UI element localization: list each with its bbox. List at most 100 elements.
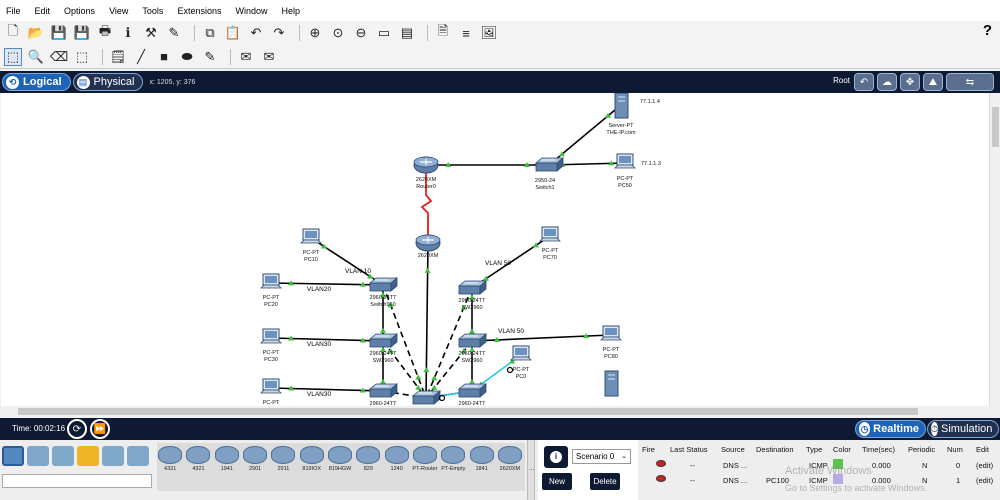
router-icon[interactable]: 2620XM	[415, 234, 441, 259]
drawing-palette-icon[interactable]: ▭	[377, 25, 391, 40]
zoom-out-icon[interactable]: ⊖	[355, 25, 367, 40]
draw-rectangle-icon[interactable]: ■	[160, 49, 168, 64]
move-icon[interactable]: ✥	[900, 73, 920, 91]
tab-physical[interactable]: ▤ Physical	[72, 73, 144, 91]
help-icon[interactable]: ?	[982, 22, 992, 39]
device-model-item[interactable]: 4331	[157, 443, 183, 491]
paste-icon[interactable]: 📋	[224, 25, 242, 40]
panel-splitter[interactable]: ...	[527, 440, 535, 500]
freeform-icon[interactable]: ✎	[204, 48, 216, 64]
serial-link[interactable]	[420, 173, 433, 235]
network-link[interactable]	[270, 282, 384, 286]
pdu-edit-link[interactable]: (edit)	[976, 461, 994, 470]
root-label[interactable]: Root	[833, 76, 850, 85]
horizontal-scrollbar[interactable]	[0, 406, 1000, 417]
menu-file[interactable]: File	[6, 6, 21, 16]
resize-shape-icon[interactable]: ⬚	[75, 48, 89, 64]
device-model-item[interactable]: 829	[355, 443, 381, 491]
tab-logical[interactable]: ⟲ Logical	[2, 73, 71, 91]
delete-icon[interactable]: ⌫	[49, 48, 69, 64]
device-model-item[interactable]: 2620XM	[497, 443, 523, 491]
fire-icon[interactable]	[656, 460, 666, 469]
device-stack-icon[interactable]: ≡	[462, 25, 470, 41]
menu-tools[interactable]: Tools	[142, 6, 164, 16]
tile-icon[interactable]: ⇆	[946, 73, 994, 91]
new-file-icon[interactable]: 🗋	[7, 23, 19, 38]
network-link[interactable]	[425, 242, 429, 399]
device-model-item[interactable]: 4321	[185, 443, 211, 491]
fire-icon[interactable]	[656, 475, 666, 484]
pdu-row[interactable]: -- DNS ... ICMP 0.000 N 0 (edit)	[640, 458, 1000, 472]
multiuser-icon[interactable]	[127, 446, 149, 466]
inspect-icon[interactable]: 🔍	[27, 48, 45, 64]
end-devices-icon[interactable]	[27, 446, 49, 466]
network-devices-icon[interactable]	[2, 446, 24, 466]
zoom-reset-icon[interactable]: ⊙	[332, 25, 344, 40]
print-icon[interactable]: 🖶	[98, 23, 112, 38]
device-model-item[interactable]: 1841	[468, 443, 494, 491]
add-complex-pdu-icon[interactable]: ✉	[263, 48, 275, 64]
select-icon[interactable]: ⬚	[4, 47, 22, 66]
scenario-select[interactable]: Scenario 0 ⌄	[572, 449, 631, 464]
activity-wizard-icon[interactable]: ✎	[168, 25, 180, 40]
device-model-item[interactable]: 819IOX	[299, 443, 325, 491]
network-wizard-icon[interactable]: ⚒	[145, 25, 157, 40]
back-icon[interactable]: ↶	[854, 73, 874, 91]
components-icon[interactable]	[52, 446, 74, 466]
device-model-item[interactable]: 2911	[270, 443, 296, 491]
draw-line-icon[interactable]: ╱	[137, 48, 145, 64]
delete-scenario-button[interactable]: Delete	[590, 473, 620, 490]
redo-icon[interactable]: ↷	[273, 25, 285, 40]
menu-options[interactable]: Options	[64, 6, 96, 16]
device-model-item[interactable]: 819HGW	[327, 443, 353, 491]
info-icon[interactable]: ℹ	[125, 25, 131, 40]
network-link[interactable]	[471, 334, 612, 342]
network-link[interactable]	[382, 390, 427, 399]
misc-icon[interactable]	[102, 446, 124, 466]
vertical-scrollbar[interactable]	[989, 93, 1000, 406]
menu-view[interactable]: View	[109, 6, 129, 16]
zoom-in-icon[interactable]: ⊕	[309, 25, 321, 40]
connections-icon[interactable]	[77, 446, 99, 466]
menu-help[interactable]: Help	[281, 6, 300, 16]
device-model-item[interactable]: PT-Empty	[440, 443, 466, 491]
copy-icon[interactable]: ⧉	[205, 25, 215, 40]
simulation-mode-button[interactable]: ⏱ Simulation	[927, 420, 999, 438]
custom-devices-icon[interactable]: ▤	[400, 25, 414, 40]
power-cycle-icon[interactable]: ⟳	[67, 419, 87, 439]
scenario-info-button[interactable]: i	[544, 446, 568, 468]
pc-icon[interactable]: PC-PT	[260, 378, 282, 406]
device-model-item[interactable]: PT-Router	[412, 443, 438, 491]
image-icon[interactable]: 🖼	[480, 25, 498, 40]
device-model-item[interactable]: 1941	[214, 443, 240, 491]
save-icon[interactable]: 💾	[50, 25, 68, 40]
new-scenario-button[interactable]: New	[542, 473, 572, 490]
realtime-mode-button[interactable]: ◷ Realtime	[855, 420, 926, 438]
switch-icon[interactable]: 2960-24TT	[368, 383, 399, 406]
menu-edit[interactable]: Edit	[34, 6, 51, 16]
pdu-edit-link[interactable]: (edit)	[976, 476, 994, 485]
open-folder-icon[interactable]: 📂	[27, 25, 45, 40]
switch-icon[interactable]: 2960-24TT	[457, 383, 488, 406]
pdu-row[interactable]: -- DNS ... PC100 ICMP 0.000 N 1 (edit)	[640, 473, 1000, 487]
undo-icon[interactable]: ↶	[250, 25, 262, 40]
viewport-icon[interactable]: ⛰	[923, 73, 943, 91]
save-as-icon[interactable]: 💾	[73, 25, 91, 40]
menu-extensions[interactable]: Extensions	[177, 6, 222, 16]
server-icon[interactable]	[604, 370, 619, 397]
add-simple-pdu-icon[interactable]: ✉	[240, 48, 252, 64]
